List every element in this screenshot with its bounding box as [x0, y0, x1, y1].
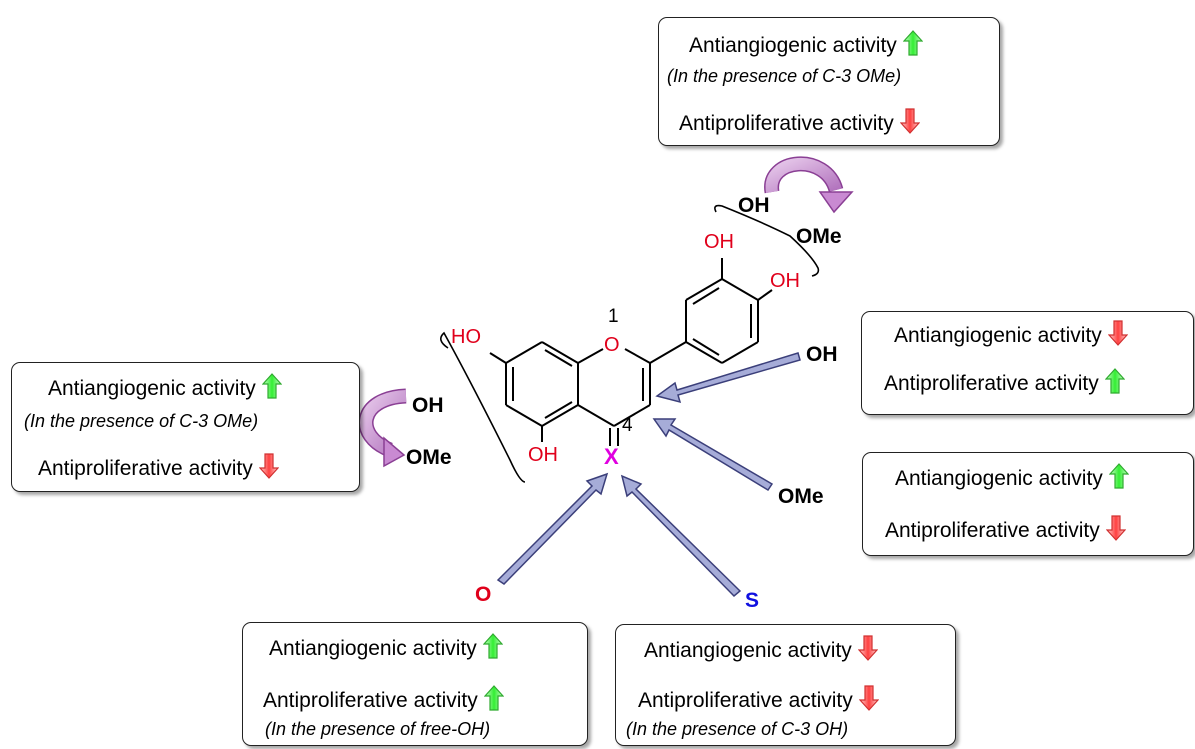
- left-box-note: (In the presence of C-3 OMe): [24, 411, 259, 431]
- bottom-o-box-line1: Antiangiogenic activity: [269, 633, 504, 665]
- green-up-arrow-icon: [483, 685, 505, 717]
- bottom-oxygen-label: O: [475, 583, 492, 606]
- red-down-arrow-icon: [857, 635, 879, 667]
- green-up-arrow-icon: [482, 633, 504, 665]
- left-oh-label: OH: [412, 394, 444, 417]
- top-box-antiangiogenic-text: Antiangiogenic activity: [689, 34, 897, 57]
- top-activity-box: Antiangiogenic activity (In the presence…: [658, 17, 1000, 146]
- left-box-antiangiogenic-text: Antiangiogenic activity: [48, 377, 256, 400]
- green-up-arrow-icon: [261, 373, 283, 405]
- bottom-oxygen-activity-box: Antiangiogenic activity Antiproliferativ…: [242, 622, 588, 746]
- bottom-o-box-line2: Antiproliferative activity: [263, 685, 505, 717]
- right-ome-box-antiproliferative-text: Antiproliferative activity: [885, 519, 1100, 542]
- ring-oxygen-label: O: [604, 334, 620, 356]
- green-up-arrow-icon: [902, 30, 924, 62]
- chromone-c-ring: [577, 348, 651, 446]
- bottom-s-box-antiproliferative-text: Antiproliferative activity: [638, 689, 853, 712]
- red-down-arrow-icon: [1107, 320, 1129, 352]
- bottom-s-box-line1: Antiangiogenic activity: [644, 635, 879, 667]
- right-ome-label: OMe: [778, 485, 824, 508]
- top-box-antiproliferative-text: Antiproliferative activity: [679, 112, 894, 135]
- bottom-o-box-antiangiogenic-text: Antiangiogenic activity: [269, 637, 477, 660]
- position-4-label: 4: [622, 415, 633, 436]
- bottom-sulfur-label: S: [745, 589, 760, 612]
- top-box-line2: Antiproliferative activity: [679, 108, 921, 140]
- red-down-arrow-icon: [1105, 515, 1127, 547]
- left-box-antiproliferative-text: Antiproliferative activity: [38, 457, 253, 480]
- red-down-arrow-icon: [258, 453, 280, 485]
- right-ome-activity-box: Antiangiogenic activity Antiproliferativ…: [862, 452, 1194, 556]
- top-ome-label: OMe: [796, 225, 842, 248]
- left-activity-box: Antiangiogenic activity (In the presence…: [11, 362, 360, 492]
- right-ome-box-line2: Antiproliferative activity: [885, 515, 1127, 547]
- c5-hydroxyl-label: OH: [528, 444, 558, 466]
- top-box-line1: Antiangiogenic activity: [689, 30, 924, 62]
- c4-prime-hydroxyl-label: OH: [770, 270, 800, 292]
- red-down-arrow-icon: [858, 685, 880, 717]
- right-oh-box-line1: Antiangiogenic activity: [894, 320, 1129, 352]
- blue-arrows: [496, 352, 801, 598]
- right-oh-box-antiangiogenic-text: Antiangiogenic activity: [894, 324, 1102, 347]
- bottom-o-box-antiproliferative-text: Antiproliferative activity: [263, 689, 478, 712]
- red-down-arrow-icon: [899, 108, 921, 140]
- right-ome-box-line1: Antiangiogenic activity: [895, 463, 1130, 495]
- left-box-line1: Antiangiogenic activity: [48, 373, 283, 405]
- bottom-s-box-antiangiogenic-text: Antiangiogenic activity: [644, 639, 852, 662]
- purple-curved-arrow-top: [764, 156, 854, 214]
- bottom-s-box-line2: Antiproliferative activity: [638, 685, 880, 717]
- left-box-line2: Antiproliferative activity: [38, 453, 280, 485]
- position-1-label: 1: [608, 306, 619, 327]
- green-up-arrow-icon: [1104, 368, 1126, 400]
- top-bracket: [714, 204, 820, 277]
- right-oh-activity-box: Antiangiogenic activity Antiproliferativ…: [861, 311, 1194, 415]
- left-bracket: [440, 331, 526, 483]
- chromone-a-ring: [489, 341, 579, 442]
- top-box-note: (In the presence of C-3 OMe): [667, 66, 902, 86]
- x-atom-label: X: [604, 444, 619, 469]
- right-ome-box-antiangiogenic-text: Antiangiogenic activity: [895, 467, 1103, 490]
- purple-curved-arrow-left: [358, 388, 407, 468]
- bottom-s-box-note: (In the presence of C-3 OH): [626, 719, 849, 739]
- bottom-o-box-note: (In the presence of free-OH): [265, 719, 491, 739]
- c3-prime-hydroxyl-label: OH: [704, 231, 734, 253]
- chromone-b-ring: [649, 258, 773, 364]
- right-oh-label: OH: [806, 343, 838, 366]
- right-oh-box-line2: Antiproliferative activity: [884, 368, 1126, 400]
- c7-hydroxyl-label: HO: [451, 326, 481, 348]
- top-oh-label: OH: [738, 194, 770, 217]
- left-ome-label: OMe: [406, 446, 452, 469]
- right-oh-box-antiproliferative-text: Antiproliferative activity: [884, 372, 1099, 395]
- bottom-sulfur-activity-box: Antiangiogenic activity Antiproliferativ…: [615, 624, 956, 746]
- green-up-arrow-icon: [1108, 463, 1130, 495]
